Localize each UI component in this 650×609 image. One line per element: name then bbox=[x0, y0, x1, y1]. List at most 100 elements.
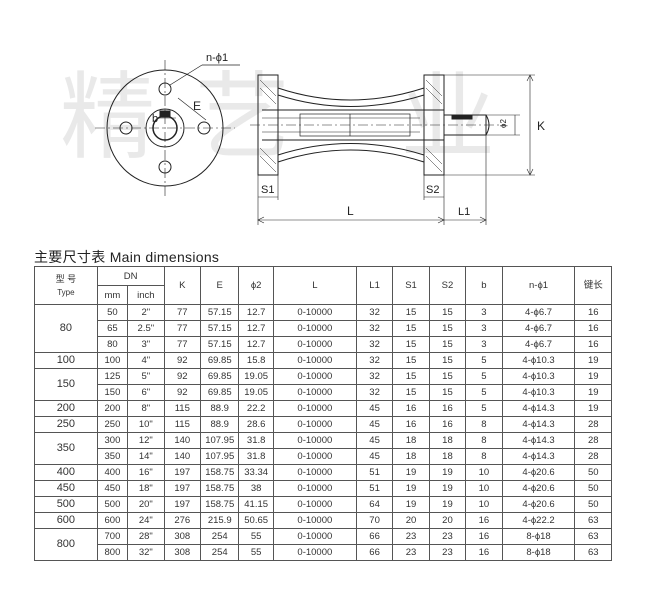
table-cell: 150 bbox=[96, 384, 129, 401]
table-cell: 19 bbox=[574, 368, 612, 385]
table-cell: 32 bbox=[355, 336, 394, 353]
header-inch: inch bbox=[127, 285, 165, 305]
table-cell: 2.5" bbox=[127, 320, 165, 337]
table-cell: 125 bbox=[96, 368, 129, 385]
table-cell: 14" bbox=[127, 448, 165, 465]
shaft-side-view bbox=[250, 74, 535, 225]
header-s1: S1 bbox=[392, 266, 430, 305]
table-cell: 0-10000 bbox=[272, 384, 357, 401]
table-cell: 50.65 bbox=[238, 512, 274, 529]
table-cell: 2" bbox=[127, 304, 165, 321]
table-cell: 8 bbox=[465, 416, 503, 433]
table-cell: 200 bbox=[96, 400, 129, 417]
table-cell: 65 bbox=[96, 320, 129, 337]
header-phi2: ϕ2 bbox=[238, 266, 274, 305]
table-cell: 18 bbox=[428, 448, 467, 465]
table-cell: 45 bbox=[355, 432, 394, 449]
table-cell: 6" bbox=[127, 384, 165, 401]
table-cell: 4" bbox=[127, 352, 165, 369]
table-cell: 16 bbox=[392, 416, 430, 433]
table-cell: 22.2 bbox=[238, 400, 274, 417]
header-n-phi1: n-ϕ1 bbox=[501, 266, 576, 305]
table-cell: 63 bbox=[574, 528, 612, 545]
table-cell: 19 bbox=[574, 400, 612, 417]
table-cell: 92 bbox=[163, 384, 202, 401]
table-cell: 254 bbox=[199, 544, 240, 561]
header-l: L bbox=[272, 266, 357, 305]
table-cell: 15 bbox=[392, 368, 430, 385]
table-cell: 4-ϕ6.7 bbox=[501, 336, 576, 353]
table-cell: 3 bbox=[465, 304, 503, 321]
table-cell: 51 bbox=[355, 480, 394, 497]
table-cell: 50 bbox=[574, 496, 612, 513]
table-cell: 4-ϕ14.3 bbox=[501, 432, 576, 449]
table-cell: 19 bbox=[392, 480, 430, 497]
header-k: K bbox=[163, 266, 202, 305]
table-cell: 0-10000 bbox=[272, 336, 357, 353]
table-cell: 15.8 bbox=[238, 352, 274, 369]
table-cell: 16 bbox=[428, 400, 467, 417]
table-cell: 8-ϕ18 bbox=[501, 544, 576, 561]
table-cell: 197 bbox=[163, 464, 202, 481]
table-cell: 0-10000 bbox=[272, 448, 357, 465]
label-l: L bbox=[347, 204, 354, 218]
table-cell: 0-10000 bbox=[272, 544, 357, 561]
table-cell: 70 bbox=[355, 512, 394, 529]
table-cell: 115 bbox=[163, 400, 202, 417]
table-cell: 41.15 bbox=[238, 496, 274, 513]
table-cell: 3" bbox=[127, 336, 165, 353]
table-cell: 19 bbox=[574, 352, 612, 369]
table-cell: 64 bbox=[355, 496, 394, 513]
table-cell: 19 bbox=[392, 496, 430, 513]
label-n-phi1: n-ϕ1 bbox=[206, 52, 228, 64]
table-cell: 69.85 bbox=[199, 384, 240, 401]
table-cell: 45 bbox=[355, 416, 394, 433]
table-cell: 32 bbox=[355, 368, 394, 385]
table-cell: 77 bbox=[163, 336, 202, 353]
table-cell: 4-ϕ14.3 bbox=[501, 400, 576, 417]
table-cell: 16" bbox=[127, 464, 165, 481]
table-cell: 38 bbox=[238, 480, 274, 497]
table-cell: 140 bbox=[163, 448, 202, 465]
table-cell: 4-ϕ14.3 bbox=[501, 416, 576, 433]
table-cell: 600 bbox=[96, 512, 129, 529]
table-cell: 92 bbox=[163, 368, 202, 385]
header-l1: L1 bbox=[355, 266, 394, 305]
header-key-length: 键长 bbox=[574, 266, 612, 305]
type-cell: 150 bbox=[34, 368, 98, 401]
table-cell: 4-ϕ10.3 bbox=[501, 352, 576, 369]
table-cell: 57.15 bbox=[199, 304, 240, 321]
table-cell: 140 bbox=[163, 432, 202, 449]
table-cell: 63 bbox=[574, 544, 612, 561]
table-cell: 500 bbox=[96, 496, 129, 513]
label-phi2: ϕ2 bbox=[499, 119, 508, 128]
table-cell: 19 bbox=[428, 496, 467, 513]
table-cell: 16 bbox=[574, 336, 612, 353]
table-cell: 12.7 bbox=[238, 320, 274, 337]
table-cell: 16 bbox=[392, 400, 430, 417]
table-cell: 32" bbox=[127, 544, 165, 561]
table-cell: 50 bbox=[574, 464, 612, 481]
table-cell: 28" bbox=[127, 528, 165, 545]
type-cell: 500 bbox=[34, 496, 98, 513]
dimensions-table: 型 号 Type DN K E ϕ2 L L1 S1 S2 b n-ϕ1 键长 … bbox=[34, 266, 612, 561]
table-cell: 8 bbox=[465, 448, 503, 465]
table-cell: 10 bbox=[465, 464, 503, 481]
table-cell: 28 bbox=[574, 432, 612, 449]
table-cell: 77 bbox=[163, 304, 202, 321]
table-cell: 80 bbox=[96, 336, 129, 353]
table-cell: 8-ϕ18 bbox=[501, 528, 576, 545]
table-cell: 107.95 bbox=[199, 448, 240, 465]
type-cell: 250 bbox=[34, 416, 98, 433]
table-cell: 450 bbox=[96, 480, 129, 497]
table-cell: 0-10000 bbox=[272, 480, 357, 497]
header-e: E bbox=[199, 266, 240, 305]
table-cell: 23 bbox=[392, 528, 430, 545]
table-cell: 16 bbox=[574, 304, 612, 321]
